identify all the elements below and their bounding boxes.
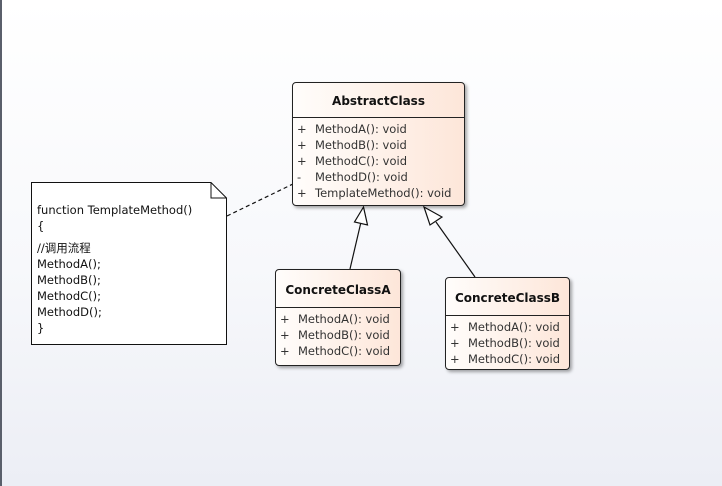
note-line: }	[37, 321, 45, 335]
operation-signature: MethodB(): void	[315, 138, 407, 152]
note-line: MethodD();	[37, 305, 102, 319]
compartment-divider	[446, 315, 569, 316]
operation[interactable]: + MethodC(): void	[293, 153, 464, 169]
visibility-marker: +	[450, 320, 460, 334]
note-line: MethodA();	[37, 257, 101, 271]
operation[interactable]: -MethodD(): void	[293, 169, 464, 185]
operation-signature: MethodB(): void	[468, 336, 560, 350]
class-name: ConcreteClassA	[285, 283, 391, 297]
operation-signature: MethodD(): void	[315, 170, 408, 184]
window-frame-left-edge	[0, 0, 2, 486]
template-method-note[interactable]: function TemplateMethod() { //调用流程 Metho…	[31, 182, 227, 345]
operation[interactable]: + MethodA(): void	[276, 311, 400, 327]
note-shape	[31, 182, 227, 345]
generalization-line-b[interactable]	[435, 221, 476, 278]
generalization-arrowhead-b	[422, 205, 444, 226]
operation[interactable]: + MethodB(): void	[293, 137, 464, 153]
operation[interactable]: + MethodA(): void	[446, 319, 569, 335]
operation-signature: TemplateMethod(): void	[315, 186, 452, 200]
generalization-arrowhead-a	[353, 205, 369, 226]
operation[interactable]: + MethodC(): void	[276, 343, 400, 359]
operation-signature: MethodC(): void	[468, 352, 560, 366]
note-anchor-line[interactable]	[226, 182, 296, 217]
visibility-marker: +	[297, 138, 307, 152]
compartment-divider	[293, 117, 464, 118]
compartment-divider	[276, 307, 400, 308]
generalization-line-a[interactable]	[349, 221, 362, 270]
visibility-marker: +	[297, 154, 307, 168]
visibility-marker: +	[297, 122, 307, 136]
operation-signature: MethodB(): void	[298, 328, 390, 342]
operation[interactable]: + TemplateMethod(): void	[293, 185, 464, 201]
abstract-class-box[interactable]: AbstractClass + MethodA(): void + MethodB(…	[292, 82, 465, 206]
note-line: MethodC();	[37, 289, 102, 303]
operation[interactable]: + MethodC(): void	[446, 351, 569, 367]
visibility-marker: +	[280, 328, 290, 342]
operation-signature: MethodC(): void	[315, 154, 407, 168]
note-line: function TemplateMethod()	[37, 203, 193, 217]
note-line: //调用流程	[37, 241, 91, 255]
operations-compartment: + MethodA(): void + MethodB(): void + Metho…	[446, 316, 569, 367]
operation[interactable]: + MethodB(): void	[276, 327, 400, 343]
visibility-marker: +	[450, 352, 460, 366]
concrete-class-a-box[interactable]: ConcreteClassA + MethodA(): void + MethodB…	[275, 269, 401, 366]
visibility-marker: -	[297, 170, 302, 184]
visibility-marker: +	[280, 312, 290, 326]
class-name: ConcreteClassB	[454, 291, 561, 305]
note-line: MethodB();	[37, 273, 101, 287]
operation[interactable]: + MethodA(): void	[293, 121, 464, 137]
class-name: AbstractClass	[332, 94, 425, 108]
operation-signature: MethodA(): void	[468, 320, 560, 334]
operation-signature: MethodA(): void	[315, 122, 407, 136]
note-line: {	[37, 219, 45, 233]
operations-compartment: + MethodA(): void + MethodB(): void + Metho…	[293, 118, 464, 201]
operation-signature: MethodC(): void	[298, 344, 390, 358]
concrete-class-b-box[interactable]: ConcreteClassB + MethodA(): void + MethodB…	[445, 277, 570, 370]
note-body: function TemplateMethod() { //调用流程 Metho…	[37, 202, 192, 336]
operations-compartment: + MethodA(): void + MethodB(): void + Metho…	[276, 308, 400, 359]
visibility-marker: +	[297, 186, 307, 200]
visibility-marker: +	[280, 344, 290, 358]
operation[interactable]: + MethodB(): void	[446, 335, 569, 351]
operation-signature: MethodA(): void	[298, 312, 390, 326]
visibility-marker: +	[450, 336, 460, 350]
